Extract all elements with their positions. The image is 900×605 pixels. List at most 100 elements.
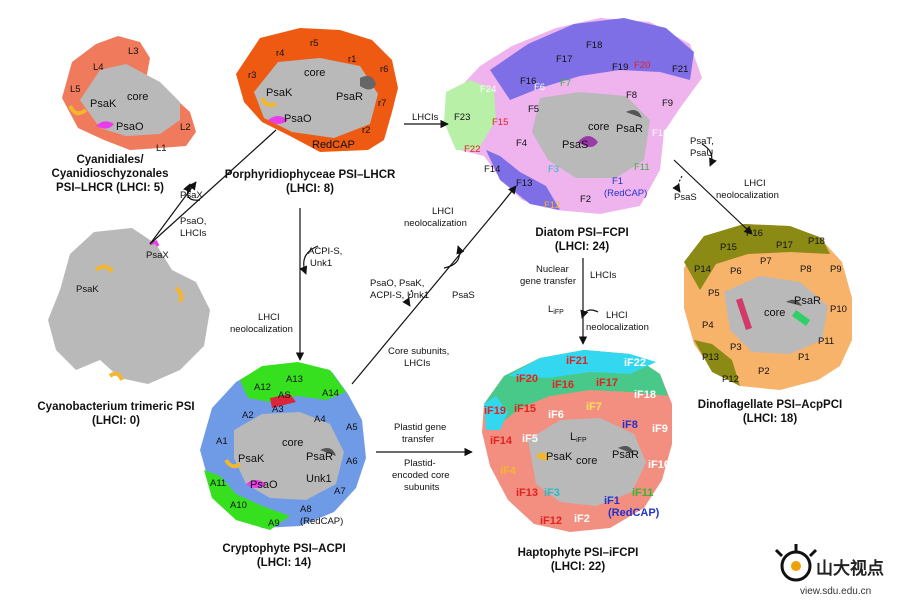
lhci-neo-far-1: LHCI — [744, 178, 766, 189]
A2-label: A2 — [242, 410, 254, 421]
psao-psak-2: ACPI-S, Unk1 — [370, 290, 429, 301]
lhci-neo-left-1: LHCI — [258, 312, 280, 323]
L3-label: L3 — [128, 46, 139, 57]
F20-label: F20 — [634, 60, 650, 71]
core-label: core — [304, 67, 325, 79]
A6-label: A6 — [346, 456, 358, 467]
fcpi-green-left — [444, 80, 496, 150]
iF11-label: iF11 — [632, 487, 653, 499]
lhci-neo-mid-1: LHCI — [432, 206, 454, 217]
psax-arrow-label: PsaX — [180, 190, 203, 201]
arrow-psas-loss — [672, 175, 683, 193]
arrows — [149, 119, 753, 457]
P15-label: P15 — [720, 242, 737, 253]
redcap-label: RedCAP — [312, 139, 355, 151]
cyanobacterium-title-1: Cyanobacterium trimeric PSI — [37, 401, 194, 413]
arrow-cyano-to-porph — [149, 139, 266, 245]
lhci-neo-left-2: neolocalization — [230, 324, 293, 335]
psak-subunit — [260, 97, 277, 108]
psak-label: PsaK — [76, 284, 99, 295]
dino-title-1: Dinoflagellate PSI–AcpPCI — [698, 399, 842, 411]
iF13-label: iF13 — [516, 487, 538, 499]
cyanidiales-title-1: Cyanidiales/ — [76, 154, 144, 166]
F9-label: F9 — [662, 98, 673, 109]
plastid-gene-1: Plastid gene — [394, 422, 446, 433]
lhci-neo-far-2: neolocalization — [716, 190, 779, 201]
psak-subunit — [536, 452, 550, 461]
iF14-label: iF14 — [490, 435, 513, 447]
F13-label: F13 — [516, 178, 532, 189]
psao-psak-1: PsaO, PsaK, — [370, 278, 424, 289]
iF22-label: iF22 — [624, 357, 646, 369]
F19-label: F19 — [612, 62, 628, 73]
r6-label: r6 — [380, 64, 388, 75]
lhcis-right-label: LHCIs — [590, 270, 617, 281]
arrow-acpis-gain — [299, 245, 319, 275]
P7-label: P7 — [760, 256, 772, 267]
A3-label: A3 — [272, 404, 284, 415]
dino-red-helix — [736, 298, 752, 330]
psao-lhcis-2: LHCIs — [180, 228, 207, 239]
psi-trimer — [48, 228, 210, 384]
psar-subunit — [360, 76, 376, 90]
F17-label: F17 — [556, 54, 572, 65]
P14-label: P14 — [694, 264, 711, 275]
psak-mark-3 — [108, 371, 124, 381]
iF4-label: iF4 — [500, 465, 517, 477]
hapto-complex: iF21 iF22 iF20 iF16 iF17 iF18 iF15 iF19 … — [482, 350, 672, 573]
psi-core-dino — [724, 276, 828, 354]
psak-label: PsaK — [546, 451, 573, 463]
P6-label: P6 — [730, 266, 742, 277]
F11-label: F11 — [634, 162, 650, 173]
watermark-cn: 山大视点 — [816, 558, 884, 578]
arrow-psas-gain — [443, 245, 465, 269]
r3-label: r3 — [248, 70, 256, 81]
iF20-label: iF20 — [516, 373, 538, 385]
P3-label: P3 — [730, 342, 742, 353]
arrow-lifp — [580, 309, 599, 319]
F16-label: F16 — [520, 76, 536, 87]
diatom-title-1: Diatom PSI–FCPI — [535, 227, 628, 239]
r7-label: r7 — [378, 98, 386, 109]
P16-label: P16 — [746, 228, 763, 239]
lhci-neo-right-2: neolocalization — [586, 322, 649, 333]
porphyridio-title-2: (LHCI: 8) — [286, 183, 334, 195]
psar-label: PsaR — [794, 295, 821, 307]
dino-green-helix — [792, 310, 810, 326]
psar-label: PsaR — [336, 91, 363, 103]
F12-label: F12 — [544, 200, 560, 211]
acppci-olive-left — [694, 340, 740, 386]
iF8-label: iF8 — [622, 419, 638, 431]
core-label: core — [127, 91, 148, 103]
core-label: core — [282, 437, 303, 449]
psas-subunit — [578, 136, 598, 147]
fcpi-violet-top — [490, 18, 694, 100]
plastid-encoded-3: subunits — [404, 482, 440, 493]
plastid-encoded-2: encoded core — [392, 470, 450, 481]
P18-label: P18 — [808, 236, 825, 247]
arrow-crypto-to-diatom-tip — [499, 185, 517, 207]
A14-label: A14 — [322, 388, 339, 399]
iF7-label: iF7 — [586, 401, 602, 413]
P4-label: P4 — [702, 320, 714, 331]
crypto-complex: A13 A12 A14 AS A3 A2 A4 A5 A1 A6 A11 A7 … — [200, 362, 366, 569]
hapto-title-1: Haptophyte PSI–iFCPI — [518, 547, 639, 559]
psak-subunit — [68, 105, 88, 116]
iF6-label: iF6 — [548, 409, 564, 421]
F1-label: F1 — [612, 176, 623, 187]
iF2-label: iF2 — [574, 513, 590, 525]
psao-subunit — [96, 121, 114, 129]
arrow-diatom-to-dino — [673, 159, 753, 235]
A5-label: A5 — [346, 422, 358, 433]
psao-label: PsaO — [250, 479, 278, 491]
as-helix — [270, 394, 296, 408]
A10-label: A10 — [230, 500, 247, 511]
cyanidiales-title-2: Cyanidioschyzonales — [52, 168, 169, 180]
F10-label: F10 — [652, 128, 668, 139]
redcap-label: (RedCAP) — [300, 516, 343, 527]
A8-label: A8 — [300, 504, 312, 515]
P10-label: P10 — [830, 304, 847, 315]
watermark: 山大视点 view.sdu.edu.cn — [774, 544, 884, 597]
core-label: core — [576, 455, 597, 467]
diatom-complex: F18 F17 F19 F20 F21 F16 F7 F6 F24 F5 F8 … — [444, 18, 702, 253]
